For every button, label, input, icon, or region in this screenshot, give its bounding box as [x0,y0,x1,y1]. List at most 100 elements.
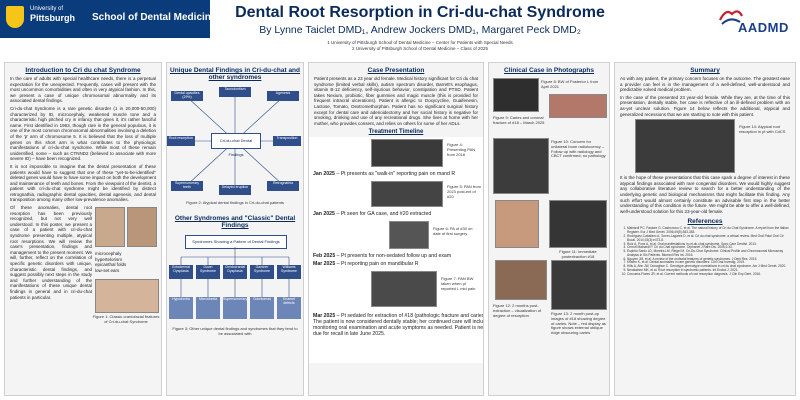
fig4-caption: Figure 4: Presenting PAN from 2018 [447,142,476,157]
fig3-finding-2: Supernumerary [223,297,247,319]
fig3-finding-3: Odontomas [250,297,274,319]
fig5-caption: Figure 5: PAN from 2023 post-ext of #20 [447,184,481,199]
summary-paragraph-2: In the case of the presented 23 year-old… [620,94,790,117]
fig11-photo [495,200,539,248]
findings-panel: Unique Dental Findings in Cri-du-chat an… [166,62,304,396]
summary-paragraph-1: As with any patient, the primary concern… [620,76,790,93]
intro-paragraph-2: Cri-du-chat Syndrome is a rare genetic d… [10,105,156,162]
fig1-label-1: hypertelorism [95,256,123,262]
summary-heading: Summary [690,67,720,74]
timeline: Figure 4: Presenting PAN from 2018 Jan 2… [309,137,484,364]
case-panel: Case Presentation Patient presents as a … [308,62,484,396]
fig2-node-1: Taurodontism [219,87,251,97]
fig9-caption: Figure 9: Caries and coronal fracture of… [493,115,545,125]
fig1-label-0: microcephaly [95,251,122,257]
university-small-label: University of [30,6,64,12]
fig3-connectors [180,247,290,297]
photos-panel: Clinical Case in Photographs Figure 8: B… [488,62,610,396]
timeline-text-1: – Pt seen for GA case, and #20 extracted [334,211,432,218]
fig2-node-7: Retrognathia [267,181,299,191]
school-name: School of Dental Medicine [92,12,217,23]
photos-heading: Clinical Case in Photographs [504,67,594,74]
reference-item: Cerruti Mainardi P. Cri du Chat syndrome… [627,245,791,250]
timeline-heading: Treatment Timeline [368,129,424,136]
intro-paragraph-3: It is not impossible to imagine that the… [10,163,156,203]
fig5-pan-xray [371,181,443,208]
fig13-caption: Figure 13: 2 month post-op images of #18… [551,311,606,336]
summary-panel: Summary As with any patient, the primary… [614,62,796,396]
fig1-photo-b [127,207,157,248]
fig1-labels: microcephaly hypertelorism epicanthal fo… [95,251,159,273]
fig2-node-4: Transposition [273,136,301,146]
fig12-caption: Figure 12: 2 months post-extraction – vi… [493,303,542,318]
timeline-text-2: – Pt presents for non-sedated follow up … [335,253,452,260]
reference-item: Nguyen JM, et al. A review of the orofac… [627,257,791,262]
reference-item: Espirito Santo LD, Moreira LM, Riegel M.… [627,249,791,258]
fig2-node-3: Root resorption [167,136,195,146]
timeline-row-0: Jan 2025 – Pt presents as "walk-in" repo… [309,171,483,178]
references-heading: References [687,218,723,226]
affiliation-1: 1 University of Pittsburgh School of Den… [327,40,513,45]
timeline-date-4: Mar 2025 [313,313,336,320]
intro-heading: Introduction to Cri du chat Syndrome [25,67,141,74]
fig1-label-3: low-set ears [95,267,120,273]
fig2-caption: Figure 2: Atypical dental findings in Cr… [186,200,284,205]
fig10-caption: Figure 10: Concern for unilateral bone r… [551,139,606,159]
university-label: Pittsburgh [30,13,75,23]
fig1-photo-a [95,207,125,248]
fig3-diagram: Syndromes Showing a Pattern of Dental Fi… [167,231,303,361]
university-logo: University of Pittsburgh School of Denta… [0,0,216,38]
case-text: Patient presents as a 23 year old female… [314,76,478,126]
fig2-node-0: Dental opacities (29%) [171,91,203,101]
fig2-node-2: Agenesis [267,91,299,101]
timeline-date-1: Jan 2025 [313,211,335,218]
fig3-syndrome-0: Ectodermal Dysplasia [169,265,193,279]
fig12-photo [495,260,547,300]
reference-item: Mainardi PC, Pastore G, Castronovo C, et… [627,227,791,235]
fig2-node-5: Supernumerary teeth [171,181,203,191]
timeline-date-3: Mar 2025 [313,261,336,268]
intro-paragraph-1: In the care of adults with special healt… [10,76,156,104]
timeline-text-4: – Pt sedated for extraction of #18 (path… [313,313,484,338]
timeline-text-0: – Pt presents as "walk-in" reporting pai… [334,171,456,178]
reference-item: Nevalainen MK, et al. Root resorption in… [627,268,791,273]
reference-item: Hills A, Ahn JW, Donaghue C. Genotype-ph… [627,264,791,269]
fig11-xray [549,200,607,248]
timeline-bg [309,137,483,364]
other-syndromes-heading: Other Syndromes and "Classic" Dental Fin… [174,215,296,229]
fig11-caption: Figure 11: Immediate postextraction #18 [559,249,597,259]
fig14-caption: Figure 14: Atypical root resorption in p… [739,124,786,134]
affiliation-2: 2 University of Pittsburgh School of Den… [351,46,489,51]
fig14-xray [635,119,735,174]
fig14-block: Figure 14: Atypical root resorption in p… [615,119,795,175]
photos-grid: Figure 8: BW of Posterior L from April 2… [489,76,609,386]
fig2-center-node: Cri-du-chat Dental Findings [211,133,261,157]
fig9-photo [549,94,607,118]
fig4-pan-xray [371,139,443,168]
intro-panel: Introduction to Cri du chat Syndrome In … [4,62,162,396]
fig3-finding-4: Enamel defects [277,297,301,319]
fig8-bw-xray [493,78,539,112]
fig7-bw-xray [371,271,437,308]
timeline-row-4: Mar 2025 – Pt sedated for extraction of … [309,313,484,338]
poster-header: University of Pittsburgh School of Denta… [0,0,800,56]
timeline-date-0: Jan 2025 [313,171,335,178]
fig8-caption: Figure 8: BW of Posterior L from April 2… [541,79,599,89]
fig3-syndrome-2: Cleidocranial Dysplasia [223,265,247,279]
case-heading: Case Presentation [367,67,425,74]
timeline-row-1: Jan 2025 – Pt seen for GA case, and #20 … [309,211,483,218]
fig3-syndrome-3: Gardner Syndrome [250,265,274,279]
reference-item: Kristen K, et al. Dental anomalies in ra… [627,261,791,265]
summary-paragraph-3: It is the hope of these presentations th… [620,175,790,214]
fig3-syndrome-1: Down Syndrome [196,265,220,279]
reference-item: Ruiz A, Pons A, et al. Oral manifestatio… [627,242,791,247]
fig3-finding-0: Hypodontia [169,297,193,319]
references-list: Mainardi PC, Pastore G, Castronovo C, et… [615,227,795,276]
reference-item: Rodríguez-Caballero A, Torres-Lagares D,… [627,234,791,243]
university-name: University of Pittsburgh [30,6,75,23]
intro-lower: Of these anomalies, dental root resorpti… [5,205,161,325]
findings-heading: Unique Dental Findings in Cri-du-chat an… [170,67,300,81]
fig1-caption: Figure 1: Classic craniofacial features … [92,314,160,324]
fig3-top-node: Syndromes Showing a Pattern of Dental Fi… [185,235,287,249]
